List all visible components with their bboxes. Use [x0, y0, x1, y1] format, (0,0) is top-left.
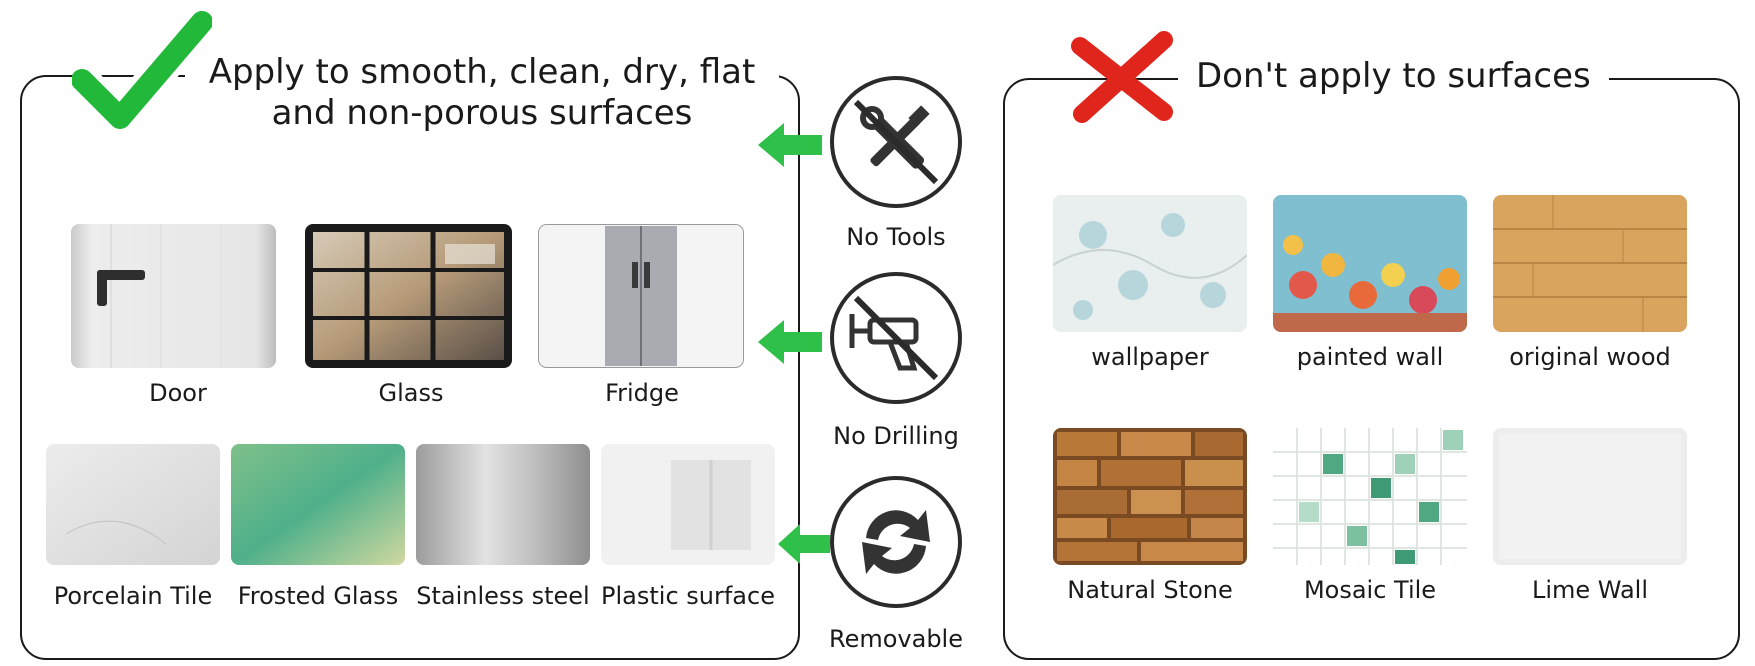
caption-wallpaper: wallpaper: [1091, 343, 1209, 371]
title-line-1: Apply to smooth, clean, dry, flat: [208, 52, 756, 92]
frosted-glass-image: [231, 444, 405, 565]
lime-wall-image: [1493, 428, 1687, 565]
painted-wall-image: [1273, 195, 1467, 332]
caption-fridge: Fridge: [605, 379, 679, 407]
no-drilling-badge: [830, 272, 962, 404]
removable-badge: [830, 476, 962, 608]
stainless-steel-image: [416, 444, 590, 565]
fridge-image: [538, 224, 744, 368]
caption-painted-wall: painted wall: [1296, 343, 1444, 371]
caption-door: Door: [149, 379, 207, 407]
no-drilling-label: No Drilling: [833, 422, 959, 450]
arrow-left-icon: [758, 123, 822, 167]
arrow-left-icon: [778, 524, 830, 564]
porcelain-tile-image: [46, 444, 220, 565]
suitable-surfaces-title: Apply to smooth, clean, dry, flat and no…: [185, 52, 779, 134]
title-line-2: and non-porous surfaces: [271, 93, 693, 133]
natural-stone-image: [1053, 428, 1247, 565]
removable-label: Removable: [828, 625, 963, 653]
removable-icon: [862, 510, 930, 574]
wallpaper-image: [1053, 195, 1247, 332]
mosaic-tile-image: [1273, 428, 1467, 565]
caption-porcelain-tile: Porcelain Tile: [53, 582, 213, 610]
original-wood-image: [1493, 195, 1687, 332]
caption-glass: Glass: [378, 379, 444, 407]
caption-lime-wall: Lime Wall: [1531, 576, 1649, 604]
caption-mosaic-tile: Mosaic Tile: [1303, 576, 1437, 604]
arrow-left-icon: [758, 320, 822, 364]
caption-original-wood: original wood: [1509, 343, 1671, 371]
check-icon: [72, 8, 212, 133]
no-tools-icon: [853, 99, 939, 185]
caption-plastic-surface: Plastic surface: [601, 582, 775, 610]
glass-image: [305, 224, 512, 368]
plastic-surface-image: [601, 444, 775, 565]
caption-natural-stone: Natural Stone: [1067, 576, 1233, 604]
caption-stainless-steel: Stainless steel: [416, 582, 590, 610]
door-image: [71, 224, 276, 368]
no-drilling-icon: [849, 295, 939, 381]
caption-frosted-glass: Frosted Glass: [237, 582, 399, 610]
cross-icon: [1071, 31, 1173, 123]
no-tools-label: No Tools: [846, 223, 946, 251]
unsuitable-surfaces-title: Don't apply to surfaces: [1178, 56, 1609, 96]
no-tools-badge: [830, 76, 962, 208]
